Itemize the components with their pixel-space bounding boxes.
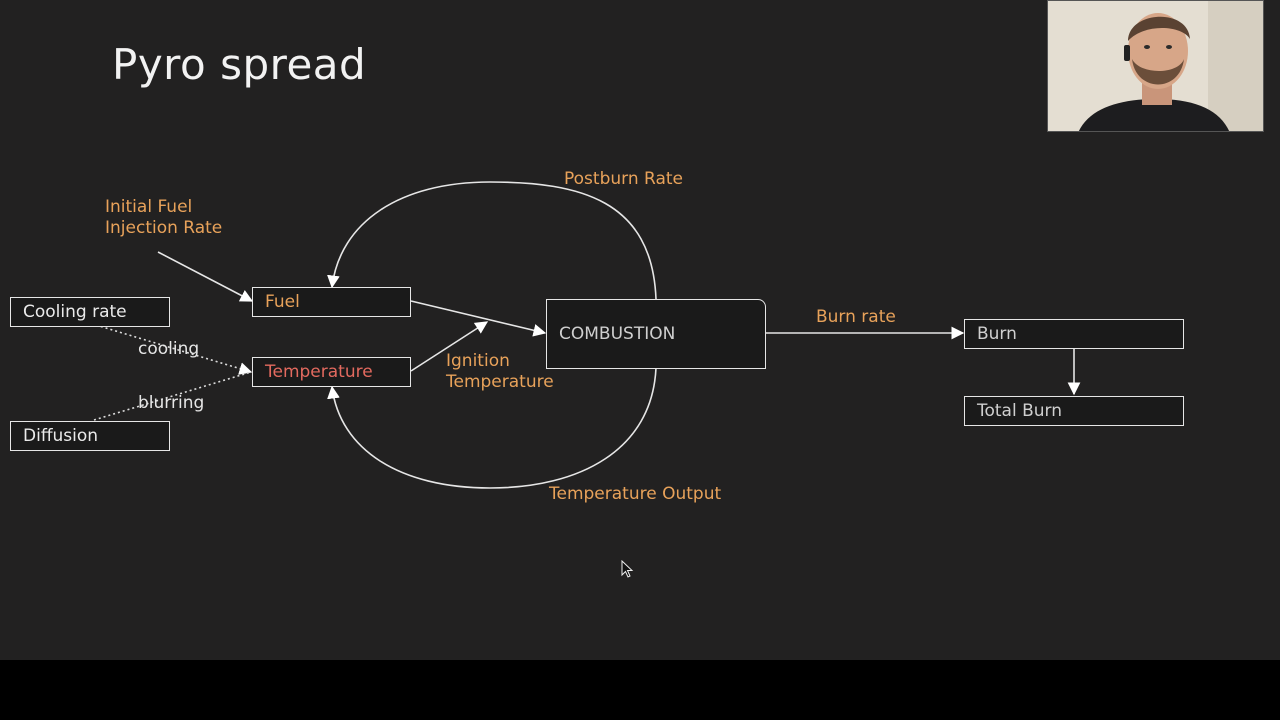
node-temperature: Temperature	[252, 357, 411, 387]
node-cooling-rate-label: Cooling rate	[23, 302, 127, 322]
label-temperature-output: Temperature Output	[549, 484, 722, 504]
node-cooling-rate: Cooling rate	[10, 297, 170, 327]
diagram-connectors	[93, 181, 1081, 489]
node-total-burn-label: Total Burn	[977, 401, 1063, 421]
edge-temperature-output-loop	[327, 367, 657, 489]
webcam-feed	[1047, 0, 1264, 132]
node-diffusion-label: Diffusion	[23, 426, 99, 446]
edge-postburn-loop	[327, 181, 657, 300]
presenter-figure	[1048, 1, 1263, 131]
slide-title: Pyro spread	[112, 40, 367, 89]
label-burn-rate: Burn rate	[816, 307, 896, 327]
edge-blurring-dotted	[93, 371, 252, 421]
letterbox-bar	[0, 660, 1280, 720]
label-ignition-line2: Temperature	[446, 372, 554, 392]
label-initial-fuel-injection: Initial Fuel Injection Rate	[105, 197, 222, 239]
label-ignition-temperature: Ignition Temperature	[446, 351, 554, 393]
mouse-pointer-icon	[621, 560, 634, 578]
edge-cooling-dotted	[95, 324, 253, 375]
edge-temperature-to-ignition	[410, 321, 489, 372]
label-cooling: cooling	[138, 339, 200, 359]
node-burn-label: Burn	[977, 324, 1017, 344]
label-initial-fuel-line1: Initial Fuel	[105, 197, 193, 217]
node-temperature-label: Temperature	[265, 362, 373, 382]
slide: Pyro spread Cooling rate Diffusion	[0, 0, 1280, 660]
label-ignition-line1: Ignition	[446, 351, 510, 371]
label-initial-fuel-line2: Injection Rate	[105, 218, 223, 238]
node-burn: Burn	[964, 319, 1184, 349]
node-fuel: Fuel	[252, 287, 411, 317]
node-combustion-label: COMBUSTION	[559, 324, 676, 344]
node-fuel-label: Fuel	[265, 292, 300, 312]
node-combustion: COMBUSTION	[546, 299, 766, 369]
label-postburn-rate: Postburn Rate	[564, 169, 683, 189]
edge-fuel-to-combustion	[410, 300, 547, 337]
node-diffusion: Diffusion	[10, 421, 170, 451]
label-blurring: blurring	[138, 393, 205, 413]
edge-initial-fuel-to-fuel	[157, 251, 254, 302]
node-total-burn: Total Burn	[964, 396, 1184, 426]
